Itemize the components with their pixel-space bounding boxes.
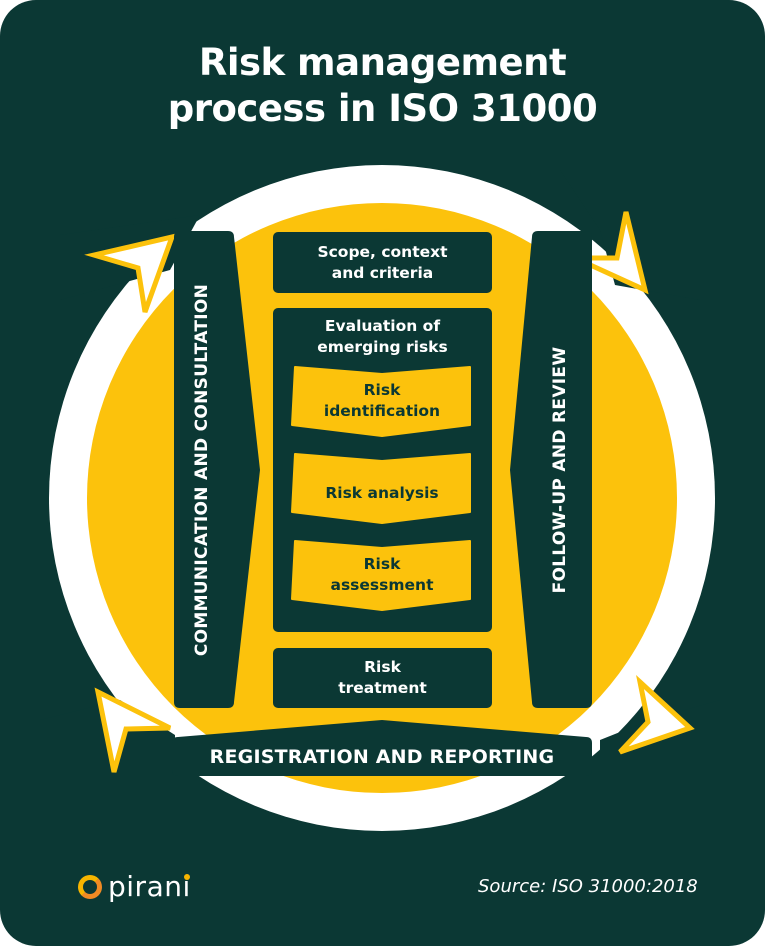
step-risk-analysis: Risk analysis <box>292 470 472 516</box>
step-risk-identification: Risk identification <box>292 378 472 424</box>
registration-reporting-label: REGISTRATION AND REPORTING <box>209 746 555 768</box>
evaluation-emerging-risks-header: Evaluation of emerging risks <box>273 314 492 360</box>
step-1-line-2: identification <box>323 402 441 420</box>
logo-dot-icon <box>183 874 190 880</box>
arrow-bottom-left-icon <box>94 687 172 773</box>
chevron-analysis <box>291 453 471 524</box>
source-citation: Source: ISO 31000:2018 <box>478 876 698 897</box>
title-line-2: process in ISO 31000 <box>167 87 598 130</box>
evaluation-line-2: emerging risks <box>317 338 448 356</box>
treatment-line-1: Risk <box>364 658 401 676</box>
arrow-bottom-right-icon <box>618 674 695 755</box>
left-column-shape <box>174 231 260 708</box>
treatment-box-shape <box>273 648 492 708</box>
step-3-line-2: assessment <box>330 576 434 594</box>
scope-line-2: and criteria <box>331 263 434 282</box>
step-2-line-1: Risk analysis <box>325 483 439 502</box>
chevron-identification <box>291 366 471 437</box>
right-column-shape <box>510 231 592 708</box>
step-1-line-1: Risk <box>363 381 401 399</box>
chevron-assessment <box>291 540 471 611</box>
communication-consultation-label: COMMUNICATION AND CONSULTATION <box>192 283 212 657</box>
evaluation-line-1: Evaluation of <box>324 317 441 335</box>
pirani-logo: pirani <box>78 870 191 903</box>
registration-bar-shape <box>172 720 592 776</box>
scope-context-criteria-box: Scope, context and criteria <box>273 232 492 293</box>
treatment-line-2: treatment <box>338 679 427 697</box>
scope-box-shape <box>273 232 492 293</box>
step-risk-assessment: Risk assessment <box>292 552 472 598</box>
risk-treatment-box: Risk treatment <box>273 648 492 708</box>
scope-line-1: Scope, context <box>317 242 448 261</box>
pirani-wordmark: pirani <box>108 870 191 903</box>
step-3-line-1: Risk <box>363 555 401 573</box>
brand-name: pirani <box>108 870 191 903</box>
pirani-ring-icon <box>78 874 102 899</box>
title-line-1: Risk management <box>198 41 567 84</box>
follow-up-review-label: FOLLOW-UP AND REVIEW <box>550 346 570 594</box>
page-title: Risk management process in ISO 31000 <box>0 40 765 132</box>
arrow-top-left-icon <box>84 233 176 313</box>
